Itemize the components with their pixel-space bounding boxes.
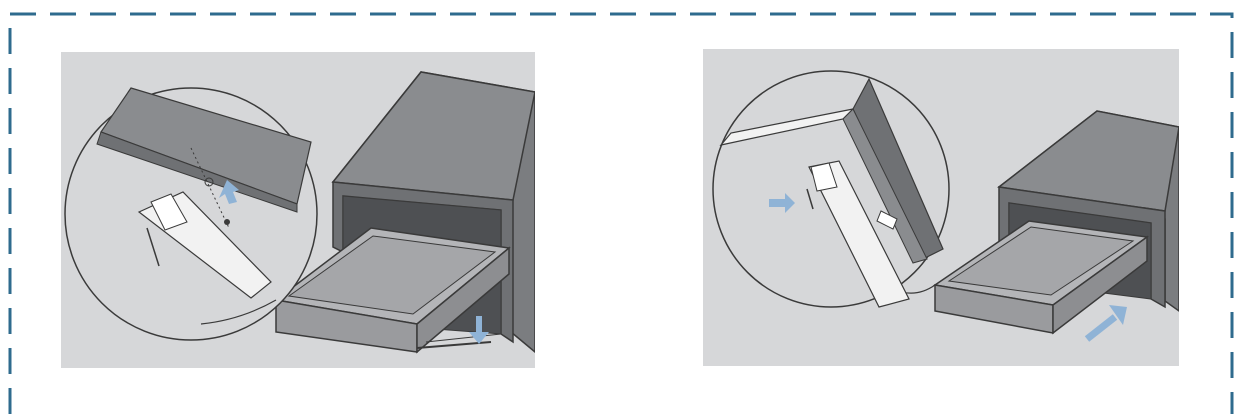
magnifier-detail-icon <box>64 87 318 341</box>
drawer-icon <box>274 227 511 354</box>
drawer-icon <box>933 220 1149 335</box>
push-arrow-icon <box>1084 305 1127 342</box>
illustration-panel-right <box>703 49 1179 366</box>
down-arrow-icon <box>469 316 489 344</box>
illustration-panel-left <box>61 52 535 368</box>
magnifier-detail-icon <box>712 70 950 308</box>
